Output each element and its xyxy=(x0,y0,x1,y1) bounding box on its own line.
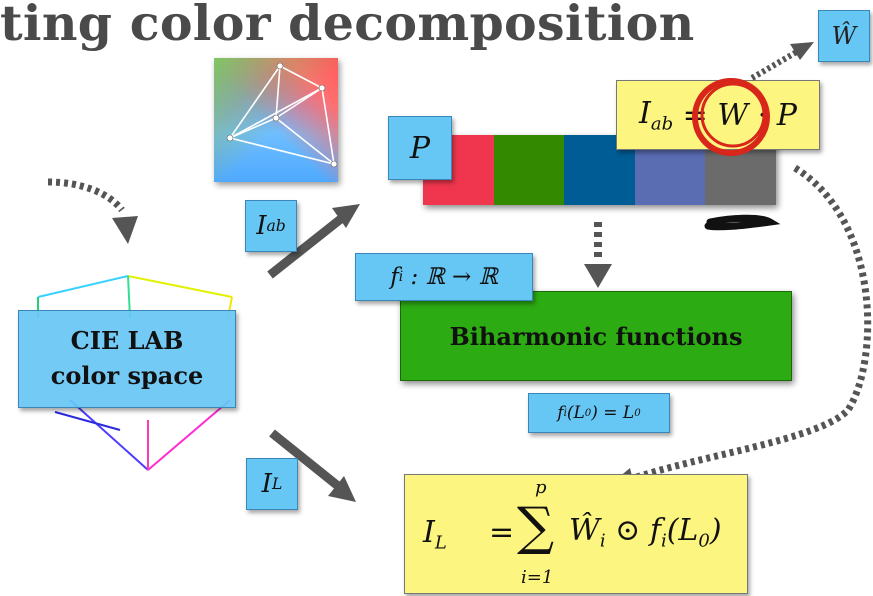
eq-bottom-sum: ∑ xyxy=(517,497,555,557)
eq-bottom-equals: = xyxy=(489,515,515,550)
cie-lab-box: CIE LAB color space xyxy=(18,310,236,408)
dotted-curve-arrow-left xyxy=(47,178,125,213)
map-label: : ℝ → ℝ xyxy=(410,264,498,290)
biharmonic-box: Biharmonic functions xyxy=(400,291,792,381)
eq-bottom-lhs: IL xyxy=(423,515,447,554)
red-circle-highlight xyxy=(692,78,770,156)
arrow-il xyxy=(269,429,341,490)
cie-lab-line2: color space xyxy=(50,361,204,390)
cie-lab-cube xyxy=(37,275,233,471)
slide-title: ting color decomposition xyxy=(0,0,695,52)
constraint-label: ) = L xyxy=(591,403,635,423)
cie-lab-line1: CIE LAB xyxy=(70,326,184,356)
eq-bottom-lower: i=1 xyxy=(521,567,554,588)
il-label: I xyxy=(261,469,272,499)
eq-bottom-upper: p xyxy=(535,477,547,498)
biharmonic-label: Biharmonic functions xyxy=(449,321,743,351)
triangulation-icon xyxy=(226,62,338,168)
w-hat-box: Ŵ xyxy=(818,10,870,62)
iab-label: I xyxy=(256,211,267,241)
arrow-iab xyxy=(267,214,345,279)
palette-label-box: P xyxy=(388,116,452,180)
black-scribble xyxy=(704,214,781,231)
palette-label: P xyxy=(409,130,431,166)
eq-bottom-rhs: Ŵi ⊙ fi(L0) xyxy=(569,513,722,552)
equation-bottom-box: IL = p ∑ i=1 Ŵi ⊙ fi(L0) xyxy=(404,474,748,594)
equation-top-box: Iab = W · P xyxy=(616,80,820,150)
eq-top-lhs: Iab xyxy=(639,95,674,135)
w-hat-label: Ŵ xyxy=(831,22,857,50)
dotted-arrow-to-w-hat xyxy=(750,47,802,81)
gradient-image xyxy=(214,58,338,182)
palette-swatch-2 xyxy=(493,135,565,205)
